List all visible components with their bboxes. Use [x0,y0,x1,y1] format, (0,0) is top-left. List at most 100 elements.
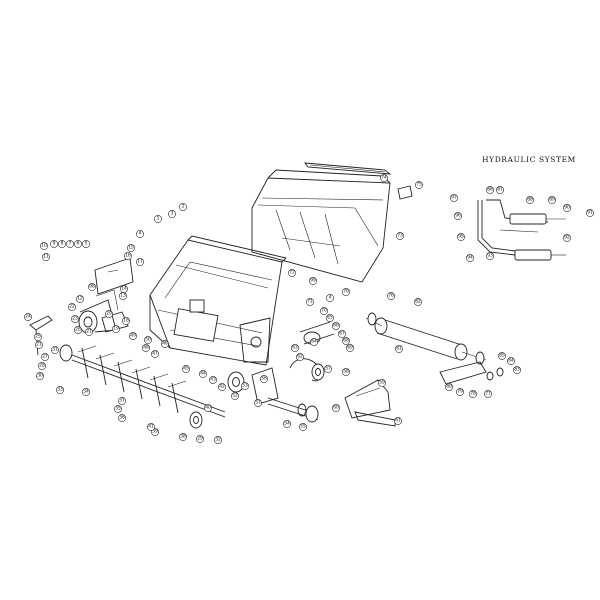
callout-circle [50,240,58,248]
callout-label: 73 [397,233,403,239]
part-callout: 66 [332,322,340,330]
callout-circle [179,203,187,211]
part-callout: 69 [346,344,354,352]
callout-circle [151,350,159,358]
part-callout: 56 [260,375,268,383]
callout-circle [309,277,317,285]
callout-label: 17 [137,259,143,265]
part-callout: 43 [209,376,217,384]
callout-circle [457,233,465,241]
callout-circle [82,388,90,396]
callout-label: 61 [395,418,401,424]
callout-label: 47 [152,351,158,357]
callout-circle [209,376,217,384]
callout-label: 83 [514,367,520,373]
callout-circle [124,252,132,260]
part-callout: 77 [484,390,492,398]
part-callout: 3 [168,210,176,218]
callout-label: 65 [327,315,333,321]
callout-label: 25 [35,334,41,340]
callout-circle [199,370,207,378]
part-callout: 54 [283,420,291,428]
callout-label: 44 [200,371,206,377]
main-frame [149,235,287,366]
part-callout: 4 [136,230,144,238]
bracket-75 [397,185,413,200]
part-callout: 79 [456,388,464,396]
callout-circle [66,240,74,248]
callout-label: 78 [470,391,476,397]
callout-circle [415,181,423,189]
part-callout: 46 [161,340,169,348]
callout-circle [40,242,48,250]
callout-circle [548,196,556,204]
callout-label: 80 [446,384,452,390]
callout-circle [231,392,239,400]
callout-label: 70 [343,289,349,295]
part-callout: 26 [74,326,82,334]
callout-circle [254,399,262,407]
callout-circle [456,388,464,396]
callout-circle [296,353,304,361]
part-callout: 38 [179,433,187,441]
part-callout: 92 [563,234,571,242]
callout-label: 12 [77,296,83,302]
callout-circle [129,332,137,340]
callout-label: 84 [508,358,514,364]
callout-circle [105,310,113,318]
callout-label: 87 [497,187,503,193]
callout-circle [395,345,403,353]
part-callout: 12 [76,295,84,303]
part-callout: 68 [342,337,350,345]
callout-label: 71 [307,299,313,305]
part-callout: 20 [105,310,113,318]
part-callout: 48 [142,344,150,352]
callout-circle [214,436,222,444]
part-callout: 76 [387,292,395,300]
part-callout: 53 [241,382,249,390]
callout-circle [182,365,190,373]
callout-label: 98 [89,284,95,290]
part-callout: 71 [306,298,314,306]
callout-circle [36,372,44,380]
part-callout: 82 [414,298,422,306]
callout-label: 72 [289,270,295,276]
part-callout: 28 [38,362,46,370]
callout-circle [586,209,594,217]
part-callout: 14 [120,285,128,293]
callout-circle [326,314,334,322]
callout-label: 56 [261,376,267,382]
callout-circle [58,240,66,248]
callout-label: 36 [119,415,125,421]
callout-circle [306,298,314,306]
callout-label: 15 [128,245,134,251]
callout-circle [118,414,126,422]
callout-circle [24,313,32,321]
part-callout: 41 [147,423,155,431]
callout-label: 29 [197,436,203,442]
callout-label: 85 [499,353,505,359]
callout-label: 9 [53,241,56,247]
part-callout: 52 [231,392,239,400]
callout-label: 54 [284,421,290,427]
callout-label: 62 [297,354,303,360]
callout-label: 2 [182,204,185,210]
hopper [251,169,391,283]
callout-label: 91 [587,210,593,216]
callout-label: 22 [69,304,75,310]
callout-label: 86 [487,187,493,193]
callout-circle [332,322,340,330]
part-callout: 51 [254,399,262,407]
callout-circle [144,336,152,344]
part-callout: 88 [526,196,534,204]
part-callout: 72 [288,269,296,277]
callout-circle [288,269,296,277]
callout-label: 52 [232,393,238,399]
callout-circle [563,234,571,242]
part-callout: 23 [71,315,79,323]
part-callout: 15 [127,244,135,252]
part-callout: 95 [457,233,465,241]
callout-label: 81 [396,346,402,352]
part-callout: 64 [310,338,318,346]
part-callout: 25 [34,333,42,341]
